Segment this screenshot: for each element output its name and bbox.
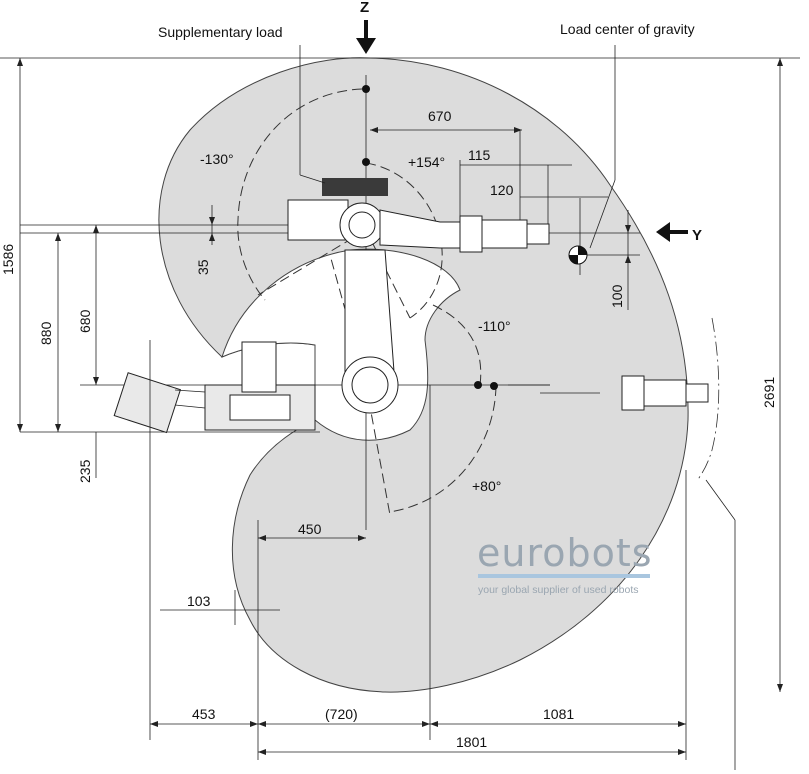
pivot-point-top xyxy=(362,85,370,93)
pivot-point-elbow-b xyxy=(490,382,498,390)
dim-670: 670 xyxy=(428,108,452,124)
dim-1586: 1586 xyxy=(0,244,16,275)
robot-upper-arm xyxy=(287,199,461,249)
radial-line-2 xyxy=(365,229,411,319)
dim-35: 35 xyxy=(195,259,211,275)
load-cog-label: Load center of gravity xyxy=(560,21,695,37)
dim-115: 115 xyxy=(468,147,491,163)
dim-880: 880 xyxy=(38,321,54,345)
dim-100: 100 xyxy=(609,284,625,308)
z-axis-label: Z xyxy=(360,0,369,16)
y-axis-label: Y xyxy=(692,227,702,244)
dim-450: 450 xyxy=(298,521,322,537)
pivot-point-mid xyxy=(362,158,370,166)
pivot-point-elbow-a xyxy=(474,381,482,389)
dim-720: (720) xyxy=(325,706,358,722)
y-axis-arrow xyxy=(656,222,688,242)
angle-plus80: +80° xyxy=(472,478,501,494)
supplementary-load-label: Supplementary load xyxy=(158,24,283,40)
dim-103: 103 xyxy=(187,593,211,609)
z-axis-arrow xyxy=(356,20,376,54)
center-of-gravity-symbol xyxy=(568,245,588,265)
dim-235: 235 xyxy=(77,459,93,483)
robot-base xyxy=(113,341,316,434)
angle-minus110: -110° xyxy=(478,318,511,334)
dim-1081: 1081 xyxy=(543,706,574,722)
arc-minus110 xyxy=(432,304,482,386)
dim-120: 120 xyxy=(490,182,514,198)
outer-reach-arc xyxy=(697,317,720,481)
angle-minus130: -130° xyxy=(200,151,234,167)
dim-1801: 1801 xyxy=(456,734,487,750)
dim-680: 680 xyxy=(77,309,93,333)
dim-453: 453 xyxy=(192,706,216,722)
watermark-underline xyxy=(478,574,650,578)
arc-plus154 xyxy=(365,162,443,319)
dim-2691: 2691 xyxy=(761,377,777,408)
supplementary-load-block xyxy=(322,178,388,196)
arc-plus80 xyxy=(389,385,497,513)
robot-wrist-alt xyxy=(621,375,709,411)
watermark-tagline: your global supplier of used robots xyxy=(478,584,639,596)
watermark-brand: eurobots xyxy=(477,531,653,575)
arc-minus130 xyxy=(237,88,363,301)
angle-plus154: +154° xyxy=(408,154,445,170)
robot-wrist-tool xyxy=(459,215,550,253)
eurobots-watermark: eurobots your global supplier of used ro… xyxy=(477,531,653,596)
dimension-arrows xyxy=(17,58,783,755)
robot-lower-arm xyxy=(341,249,399,414)
